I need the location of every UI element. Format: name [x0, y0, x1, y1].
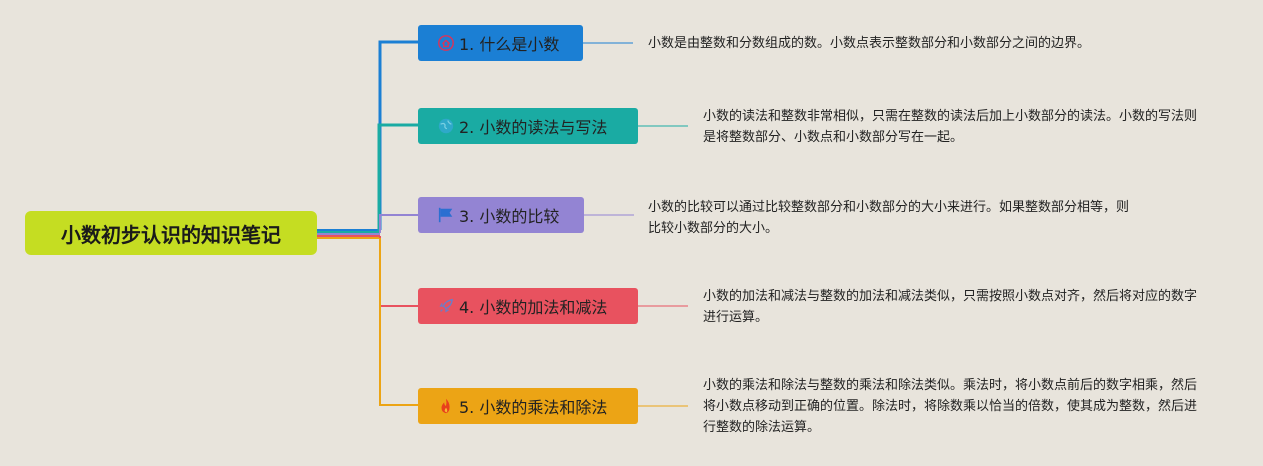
note-compare: 小数的比较可以通过比较整数部分和小数部分的大小来进行。如果整数部分相等，则比较小… — [648, 200, 1130, 236]
central-topic[interactable]: 小数初步认识的知识笔记 — [25, 211, 317, 255]
topic-what-is-decimal[interactable]: 1. 什么是小数 — [418, 25, 583, 61]
topic-multiply-divide[interactable]: 5. 小数的乘法和除法 — [418, 388, 638, 424]
note-read-write: 小数的读法和整数非常相似，只需在整数的读法后加上小数部分的读法。小数的写法则是将… — [703, 109, 1198, 145]
topic-read-write[interactable]: 2. 小数的读法与写法 — [418, 108, 638, 144]
topic-compare[interactable]: 3. 小数的比较 — [418, 197, 584, 233]
topic-label: 4. 小数的加法和减法 — [459, 298, 608, 317]
topic-label: 3. 小数的比较 — [459, 207, 560, 226]
house-icon — [436, 33, 456, 53]
flag-icon — [436, 205, 456, 225]
note-what-is-decimal: 小数是由整数和分数组成的数。小数点表示整数部分和小数部分之间的边界。 — [648, 36, 1091, 51]
note-multiply-divide: 小数的乘法和除法与整数的乘法和除法类似。乘法时，将小数点前后的数字相乘，然后将小… — [703, 378, 1198, 435]
topic-label: 1. 什么是小数 — [459, 35, 560, 54]
note-add-subtract: 小数的加法和减法与整数的加法和减法类似，只需按照小数点对齐，然后将对应的数字进行… — [703, 289, 1198, 325]
rocket-icon — [436, 296, 456, 316]
fire-icon — [436, 396, 456, 416]
globe-icon — [436, 116, 456, 136]
topic-label: 2. 小数的读法与写法 — [459, 118, 608, 137]
topic-label: 5. 小数的乘法和除法 — [459, 398, 608, 417]
topic-add-subtract[interactable]: 4. 小数的加法和减法 — [418, 288, 638, 324]
